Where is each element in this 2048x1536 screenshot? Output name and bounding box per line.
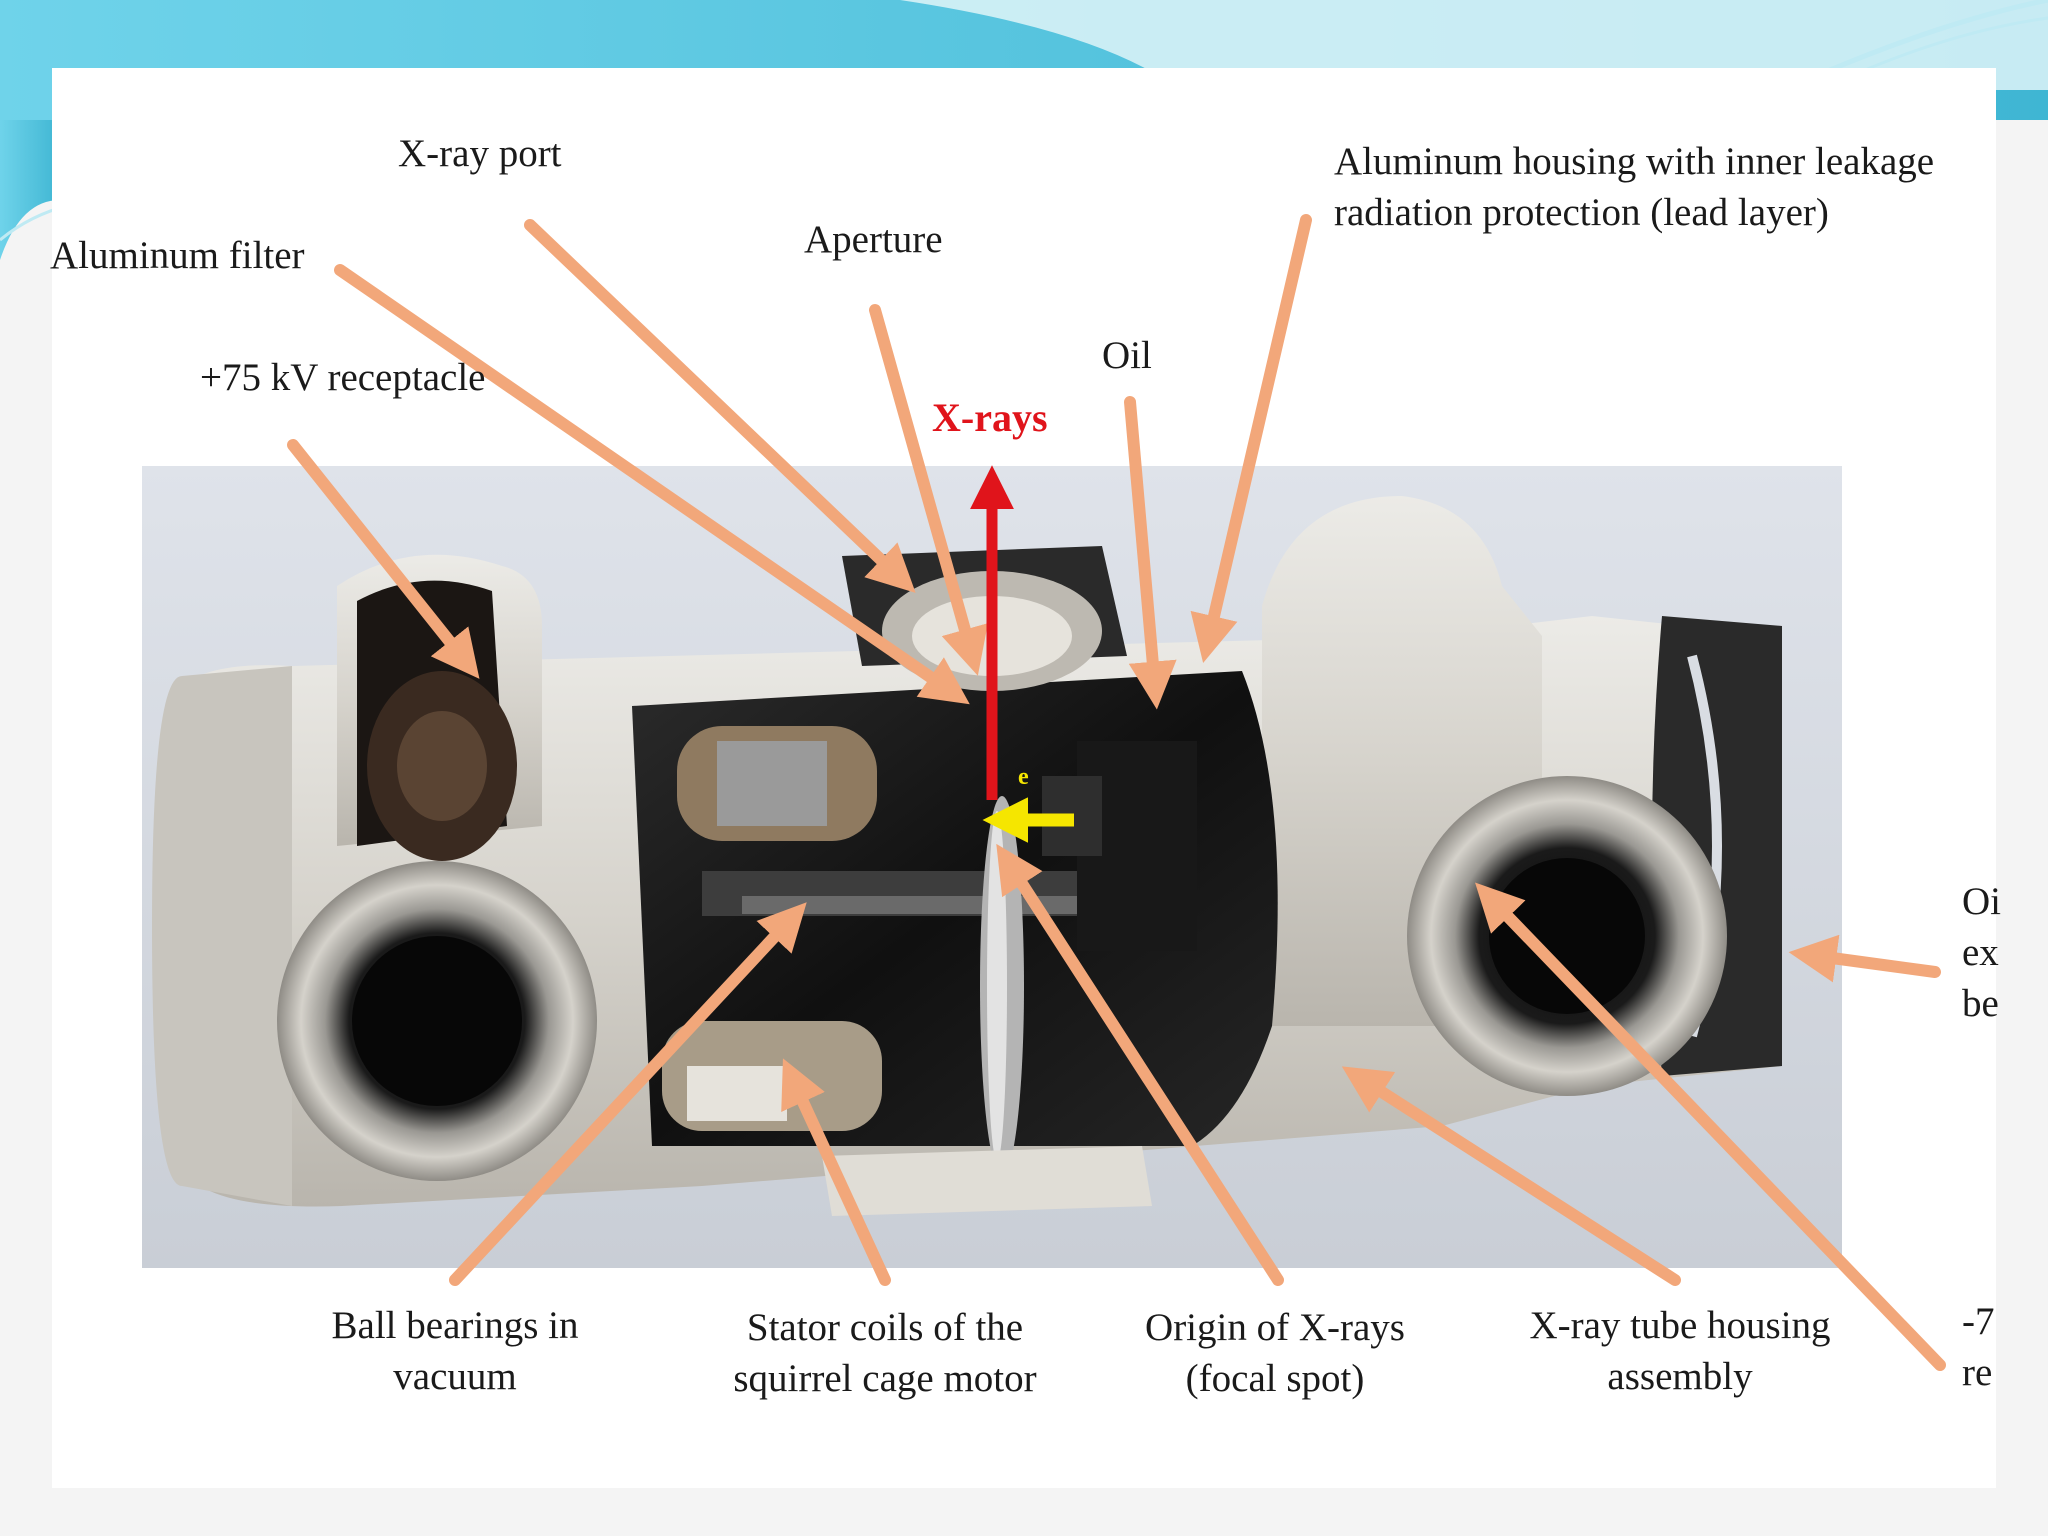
- arrow-aluminum-filter: [334, 264, 970, 705]
- label-xrays: X-rays: [932, 395, 1048, 440]
- arrow-origin-xrays: [996, 843, 1284, 1286]
- arrow-xray-port: [524, 219, 916, 593]
- label-origin-xrays: Origin of X-rays (focal spot): [1145, 1306, 1405, 1400]
- arrow-aperture: [869, 304, 988, 676]
- label-oil: Oil: [1102, 334, 1152, 377]
- label-stator-coils: Stator coils of the squirrel cage motor: [733, 1306, 1037, 1400]
- arrow-ball-bearings: [449, 902, 807, 1286]
- arrow-stator-coils: [781, 1058, 891, 1286]
- arrow-right-edge-upper: [1788, 934, 1941, 983]
- arrow-receptacle: [287, 439, 480, 679]
- arrow-aluminum-housing: [1190, 214, 1312, 664]
- label-electron: e: [1018, 764, 1029, 790]
- label-tube-housing: X-ray tube housing assembly: [1529, 1304, 1831, 1398]
- label-aperture: Aperture: [804, 218, 943, 261]
- label-receptacle-positive: +75 kV receptacle: [200, 356, 486, 399]
- label-xray-port: X-ray port: [398, 132, 562, 175]
- label-ball-bearings: Ball bearings in vacuum: [331, 1304, 579, 1398]
- arrow-tube-housing: [1341, 1066, 1681, 1286]
- arrow-oil: [1124, 396, 1177, 710]
- label-right-edge-lower: -7 re: [1962, 1300, 1995, 1394]
- arrow-right-receptacle: [1475, 882, 1946, 1371]
- label-right-edge-upper: Oi ex be: [1962, 880, 2001, 1025]
- label-aluminum-housing: Aluminum housing with inner leakage radi…: [1334, 140, 1935, 234]
- label-aluminum-filter: Aluminum filter: [50, 234, 305, 277]
